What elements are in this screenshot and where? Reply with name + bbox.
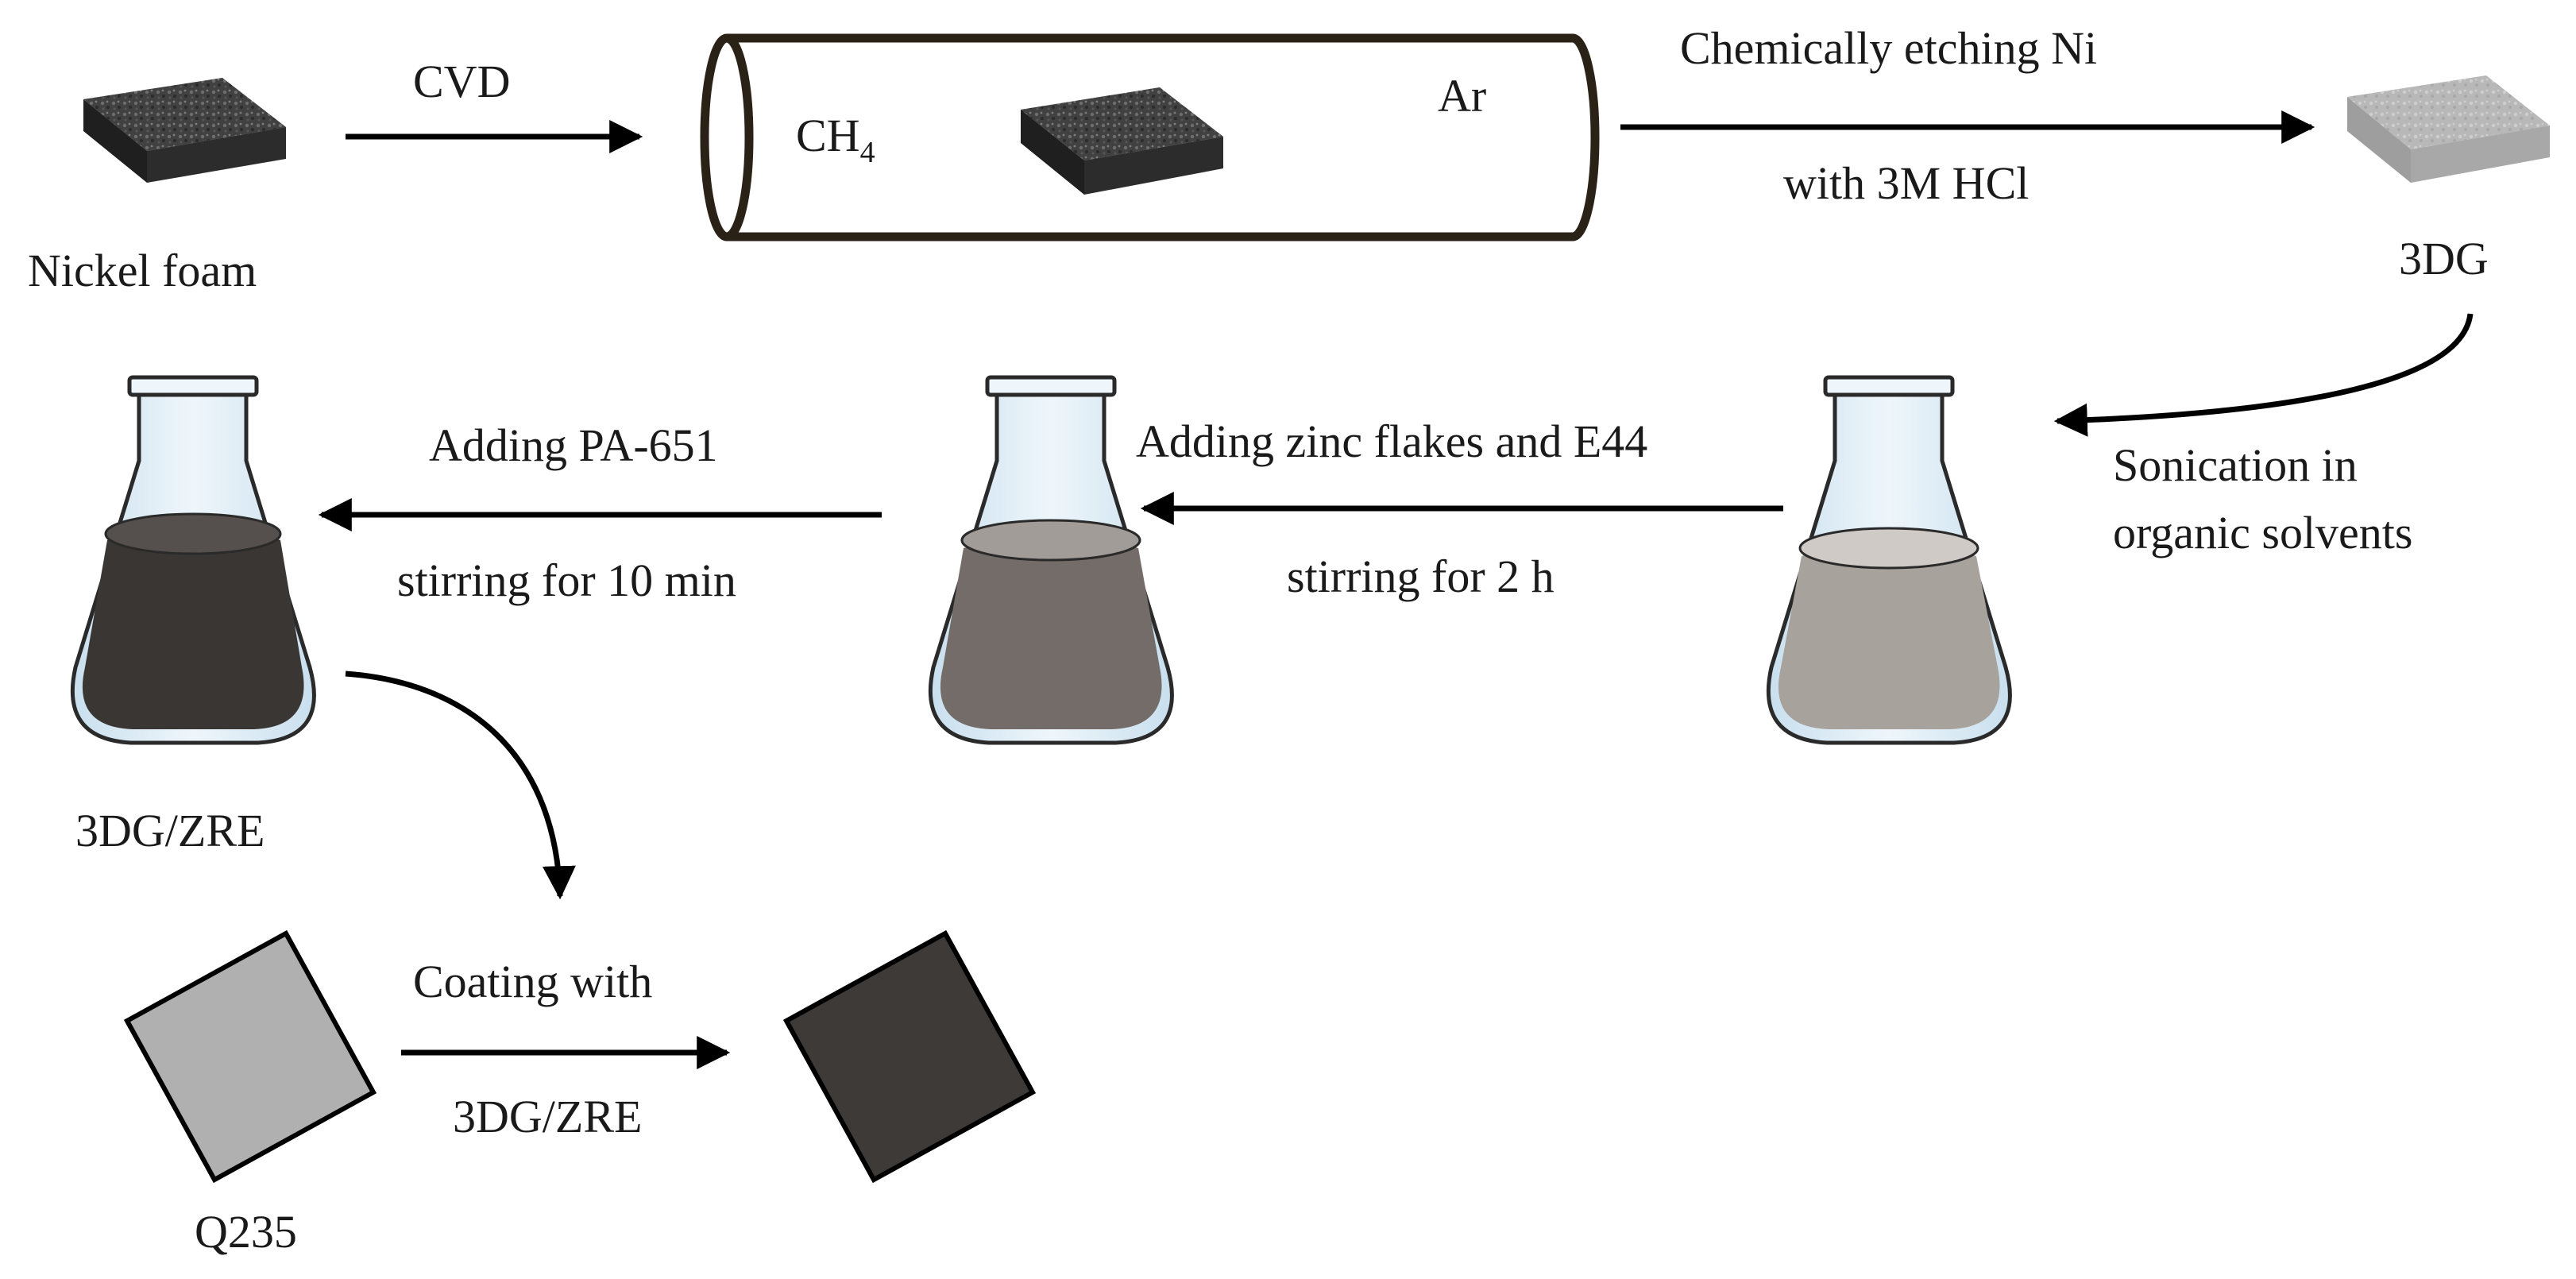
- liquid-medium: [940, 536, 1162, 729]
- graphene-label: 3DG: [2399, 233, 2489, 284]
- ar-label: Ar: [1438, 70, 1486, 122]
- nickel-foam-block: [83, 78, 286, 183]
- flask-sonicated: [1766, 375, 2012, 745]
- liquid-dark: [82, 528, 304, 729]
- graphene-block: [2347, 75, 2550, 183]
- coating-flow-arrow: [345, 670, 576, 900]
- coating-label-line2: 3DG/ZRE: [453, 1091, 642, 1142]
- sonication-label-line2: organic solvents: [2113, 507, 2412, 558]
- foam-in-tube: [1021, 87, 1223, 195]
- ch4-label: CH4: [796, 110, 875, 169]
- coated-steel-plate: [782, 929, 1037, 1184]
- coating-label-line1: Coating with: [413, 956, 652, 1007]
- 3dg-zre-label: 3DG/ZRE: [75, 805, 265, 856]
- liquid-light: [1778, 544, 2000, 729]
- q235-steel-plate: [123, 929, 377, 1184]
- cvd-label: CVD: [413, 56, 510, 107]
- etching-label-line2: with 3M HCl: [1783, 157, 2029, 209]
- zinc-label-line2: stirring for 2 h: [1287, 551, 1554, 602]
- flask-3dg-zre: [70, 375, 316, 745]
- sonication-label-line1: Sonication in: [2113, 439, 2358, 491]
- q235-label: Q235: [195, 1206, 297, 1258]
- pa-label-line2: stirring for 10 min: [397, 554, 736, 606]
- pa-label-line1: Adding PA-651: [429, 419, 718, 471]
- ch4-subscript: 4: [860, 136, 875, 169]
- sonication-arrow: [2053, 313, 2474, 437]
- flask-zinc-mixture: [928, 375, 1174, 745]
- nickel-foam-label: Nickel foam: [28, 245, 257, 296]
- zinc-label-line1: Adding zinc flakes and E44: [1136, 415, 1647, 467]
- etching-label-line1: Chemically etching Ni: [1680, 22, 2097, 74]
